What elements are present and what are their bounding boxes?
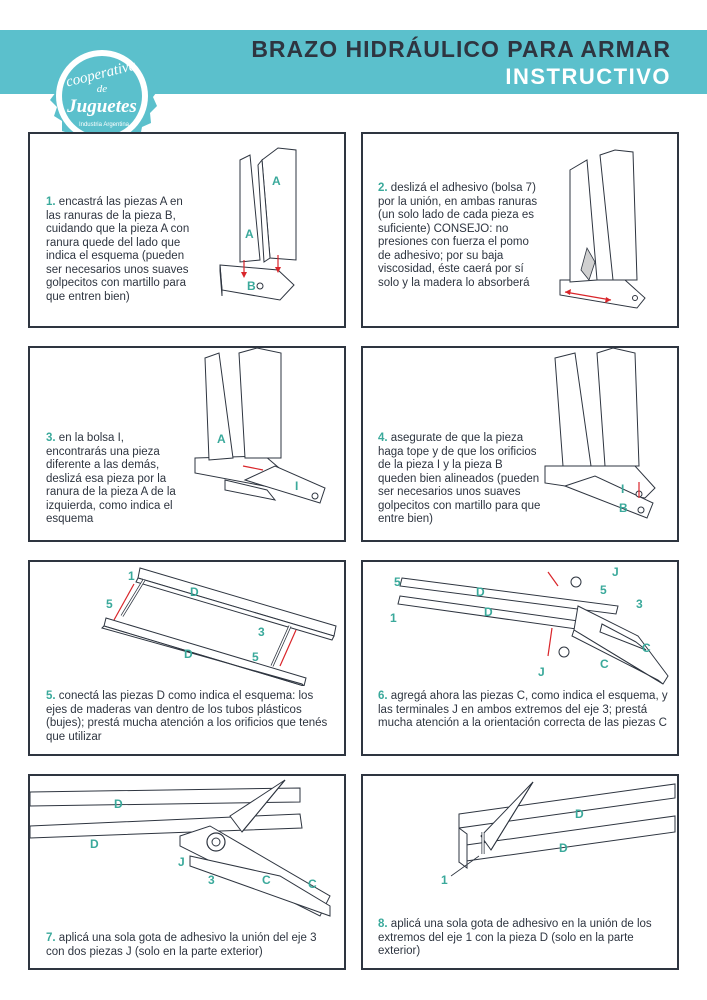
label-I: I (295, 479, 298, 493)
step-number: 2. (378, 182, 388, 194)
label-B: B (619, 501, 628, 515)
step-description: conectá las piezas D como indica el esqu… (46, 690, 328, 743)
label-J: J (178, 855, 185, 869)
step-2-illustration (559, 149, 646, 309)
step-number: 5. (46, 690, 56, 702)
label-C: C (642, 641, 651, 655)
step-6-text: 6. agregá ahora las piezas C, como indic… (378, 690, 668, 731)
label-D: D (484, 605, 493, 619)
step-2-text: 2. deslizá el adhesivo (bolsa 7) por la … (378, 182, 538, 290)
step-number: 7. (46, 932, 56, 944)
step-4-illustration: I B (544, 348, 656, 519)
step-number: 4. (378, 432, 388, 444)
step-number: 6. (378, 690, 388, 702)
label-D: D (559, 841, 568, 855)
label-3: 3 (258, 625, 265, 639)
logo-line4: Industria Argentina (79, 122, 130, 128)
step-5-text: 5. conectá las piezas D como indica el e… (46, 690, 331, 744)
step-5-illustration: 1 5 D D 3 5 (101, 567, 337, 686)
label-1: 1 (390, 611, 397, 625)
label-5: 5 (106, 597, 113, 611)
page-title: BRAZO HIDRÁULICO PARA ARMAR (251, 36, 671, 62)
label-D: D (476, 585, 485, 599)
step-3-illustration: A I (194, 348, 326, 504)
label-A: A (272, 174, 281, 188)
step-7-panel (28, 774, 346, 970)
step-8-illustration: D D 1 (441, 781, 676, 887)
logo-line2: de (97, 83, 108, 95)
label-C: C (600, 657, 609, 671)
step-description: en la bolsa I, encontrarás una pieza dif… (46, 432, 176, 525)
label-3: 3 (636, 597, 643, 611)
step-number: 8. (378, 918, 388, 930)
step-1-text: 1. encastrá las piezas A en las ranuras … (46, 196, 196, 304)
step-7-text: 7. aplicá una sola gota de adhesivo la u… (46, 932, 336, 959)
step-description: deslizá el adhesivo (bolsa 7) por la uni… (378, 182, 538, 289)
label-5: 5 (394, 575, 401, 589)
label-D: D (90, 837, 99, 851)
label-D: D (575, 807, 584, 821)
label-5: 5 (600, 583, 607, 597)
step-description: encastrá las piezas A en las ranuras de … (46, 196, 190, 303)
cooperativa-logo: cooperativa de Juguetes Industria Argent… (50, 32, 159, 152)
step-description: aplicá una sola gota de adhesivo la unió… (46, 932, 317, 958)
step-3-panel (28, 346, 346, 542)
label-D: D (190, 585, 199, 599)
step-6-illustration: 5 1 D D J 5 3 J C C (390, 566, 669, 685)
label-I: I (621, 482, 624, 496)
step-description: asegurate de que la pieza haga tope y de… (378, 432, 541, 525)
step-description: aplicá una sola gota de adhesivo en la u… (378, 918, 652, 957)
label-1: 1 (441, 873, 448, 887)
label-J: J (612, 566, 619, 579)
label-J: J (538, 665, 545, 679)
step-4-text: 4. asegurate de que la pieza haga tope y… (378, 432, 543, 527)
step-7-illustration: D D J 3 C C (30, 779, 331, 917)
label-C: C (262, 873, 271, 887)
label-1: 1 (128, 569, 135, 583)
step-3-text: 3. en la bolsa I, encontrarás una pieza … (46, 432, 186, 527)
label-3: 3 (208, 873, 215, 887)
label-D: D (114, 797, 123, 811)
label-A: A (245, 227, 254, 241)
step-number: 3. (46, 432, 56, 444)
label-C: C (308, 877, 317, 891)
label-A: A (217, 432, 226, 446)
label-D: D (184, 647, 193, 661)
page-subtitle: INSTRUCTIVO (505, 64, 671, 89)
step-number: 1. (46, 196, 56, 208)
step-1-illustration: A A B (219, 147, 297, 301)
step-8-text: 8. aplicá una sola gota de adhesivo en l… (378, 918, 673, 959)
step-description: agregá ahora las piezas C, como indica e… (378, 690, 668, 729)
label-5: 5 (252, 650, 259, 664)
label-B: B (247, 279, 256, 293)
logo-line3: Juguetes (66, 96, 137, 117)
